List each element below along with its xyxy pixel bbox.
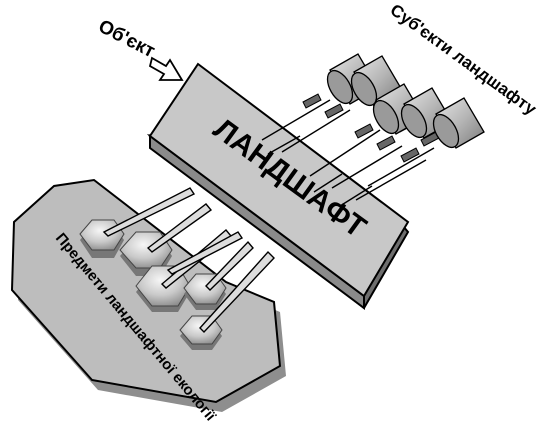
probes-lower — [102, 187, 275, 334]
hollow-arrow-icon — [148, 56, 184, 81]
subject-cylinders — [326, 53, 485, 149]
probes-upper — [261, 99, 435, 207]
object-label: Об'єкт — [95, 16, 158, 62]
ecology-objects — [79, 219, 227, 350]
landscape-box: ЛАНДШАФТ — [146, 62, 410, 310]
cylinder-5 — [432, 97, 485, 149]
